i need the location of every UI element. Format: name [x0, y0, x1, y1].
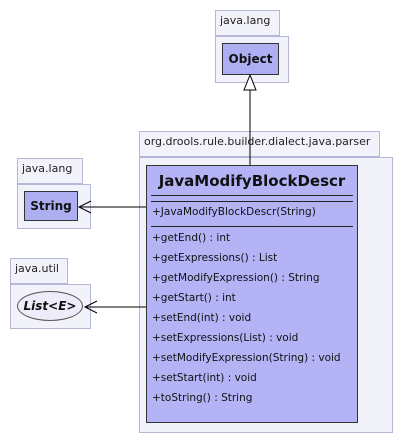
package-label: java.lang	[22, 162, 73, 175]
association-arrowhead-string	[77, 200, 92, 214]
package-tab-parser: org.drools.rule.builder.dialect.java.par…	[139, 131, 380, 157]
package-label: org.drools.rule.builder.dialect.java.par…	[144, 135, 371, 148]
package-tab-java-lang-object: java.lang	[215, 10, 280, 36]
package-tab-java-util: java.util	[10, 258, 68, 284]
method-item: +setEnd(int) : void	[152, 312, 252, 324]
class-name: JavaModifyBlockDescr	[158, 172, 346, 190]
class-object[interactable]: Object	[222, 43, 279, 75]
class-object-name: Object	[228, 52, 273, 66]
divider-constructors	[151, 201, 353, 202]
interface-list[interactable]: List<E>	[17, 291, 83, 321]
class-string-name: String	[30, 199, 72, 213]
method-item: +setModifyExpression(String) : void	[152, 352, 341, 364]
divider-attributes	[151, 195, 353, 196]
association-arrowhead-list	[83, 300, 98, 314]
method-item: +toString() : String	[152, 392, 253, 404]
method-item: +getStart() : int	[152, 292, 236, 304]
package-label: java.util	[15, 262, 59, 275]
package-label: java.lang	[220, 14, 271, 27]
inheritance-arrowhead	[243, 73, 257, 91]
class-string[interactable]: String	[24, 191, 78, 221]
method-item: +setStart(int) : void	[152, 372, 257, 384]
package-tab-java-lang-string: java.lang	[17, 158, 83, 184]
method-item: +getExpressions() : List	[152, 252, 278, 264]
divider-methods	[151, 226, 353, 227]
class-java-modify-block-descr[interactable]: JavaModifyBlockDescr +JavaModifyBlockDes…	[146, 165, 358, 423]
method-item: +setExpressions(List) : void	[152, 332, 299, 344]
constructor-item: +JavaModifyBlockDescr(String)	[152, 206, 316, 218]
method-item: +getEnd() : int	[152, 232, 231, 244]
interface-list-name: List<E>	[23, 299, 77, 313]
method-item: +getModifyExpression() : String	[152, 272, 320, 284]
